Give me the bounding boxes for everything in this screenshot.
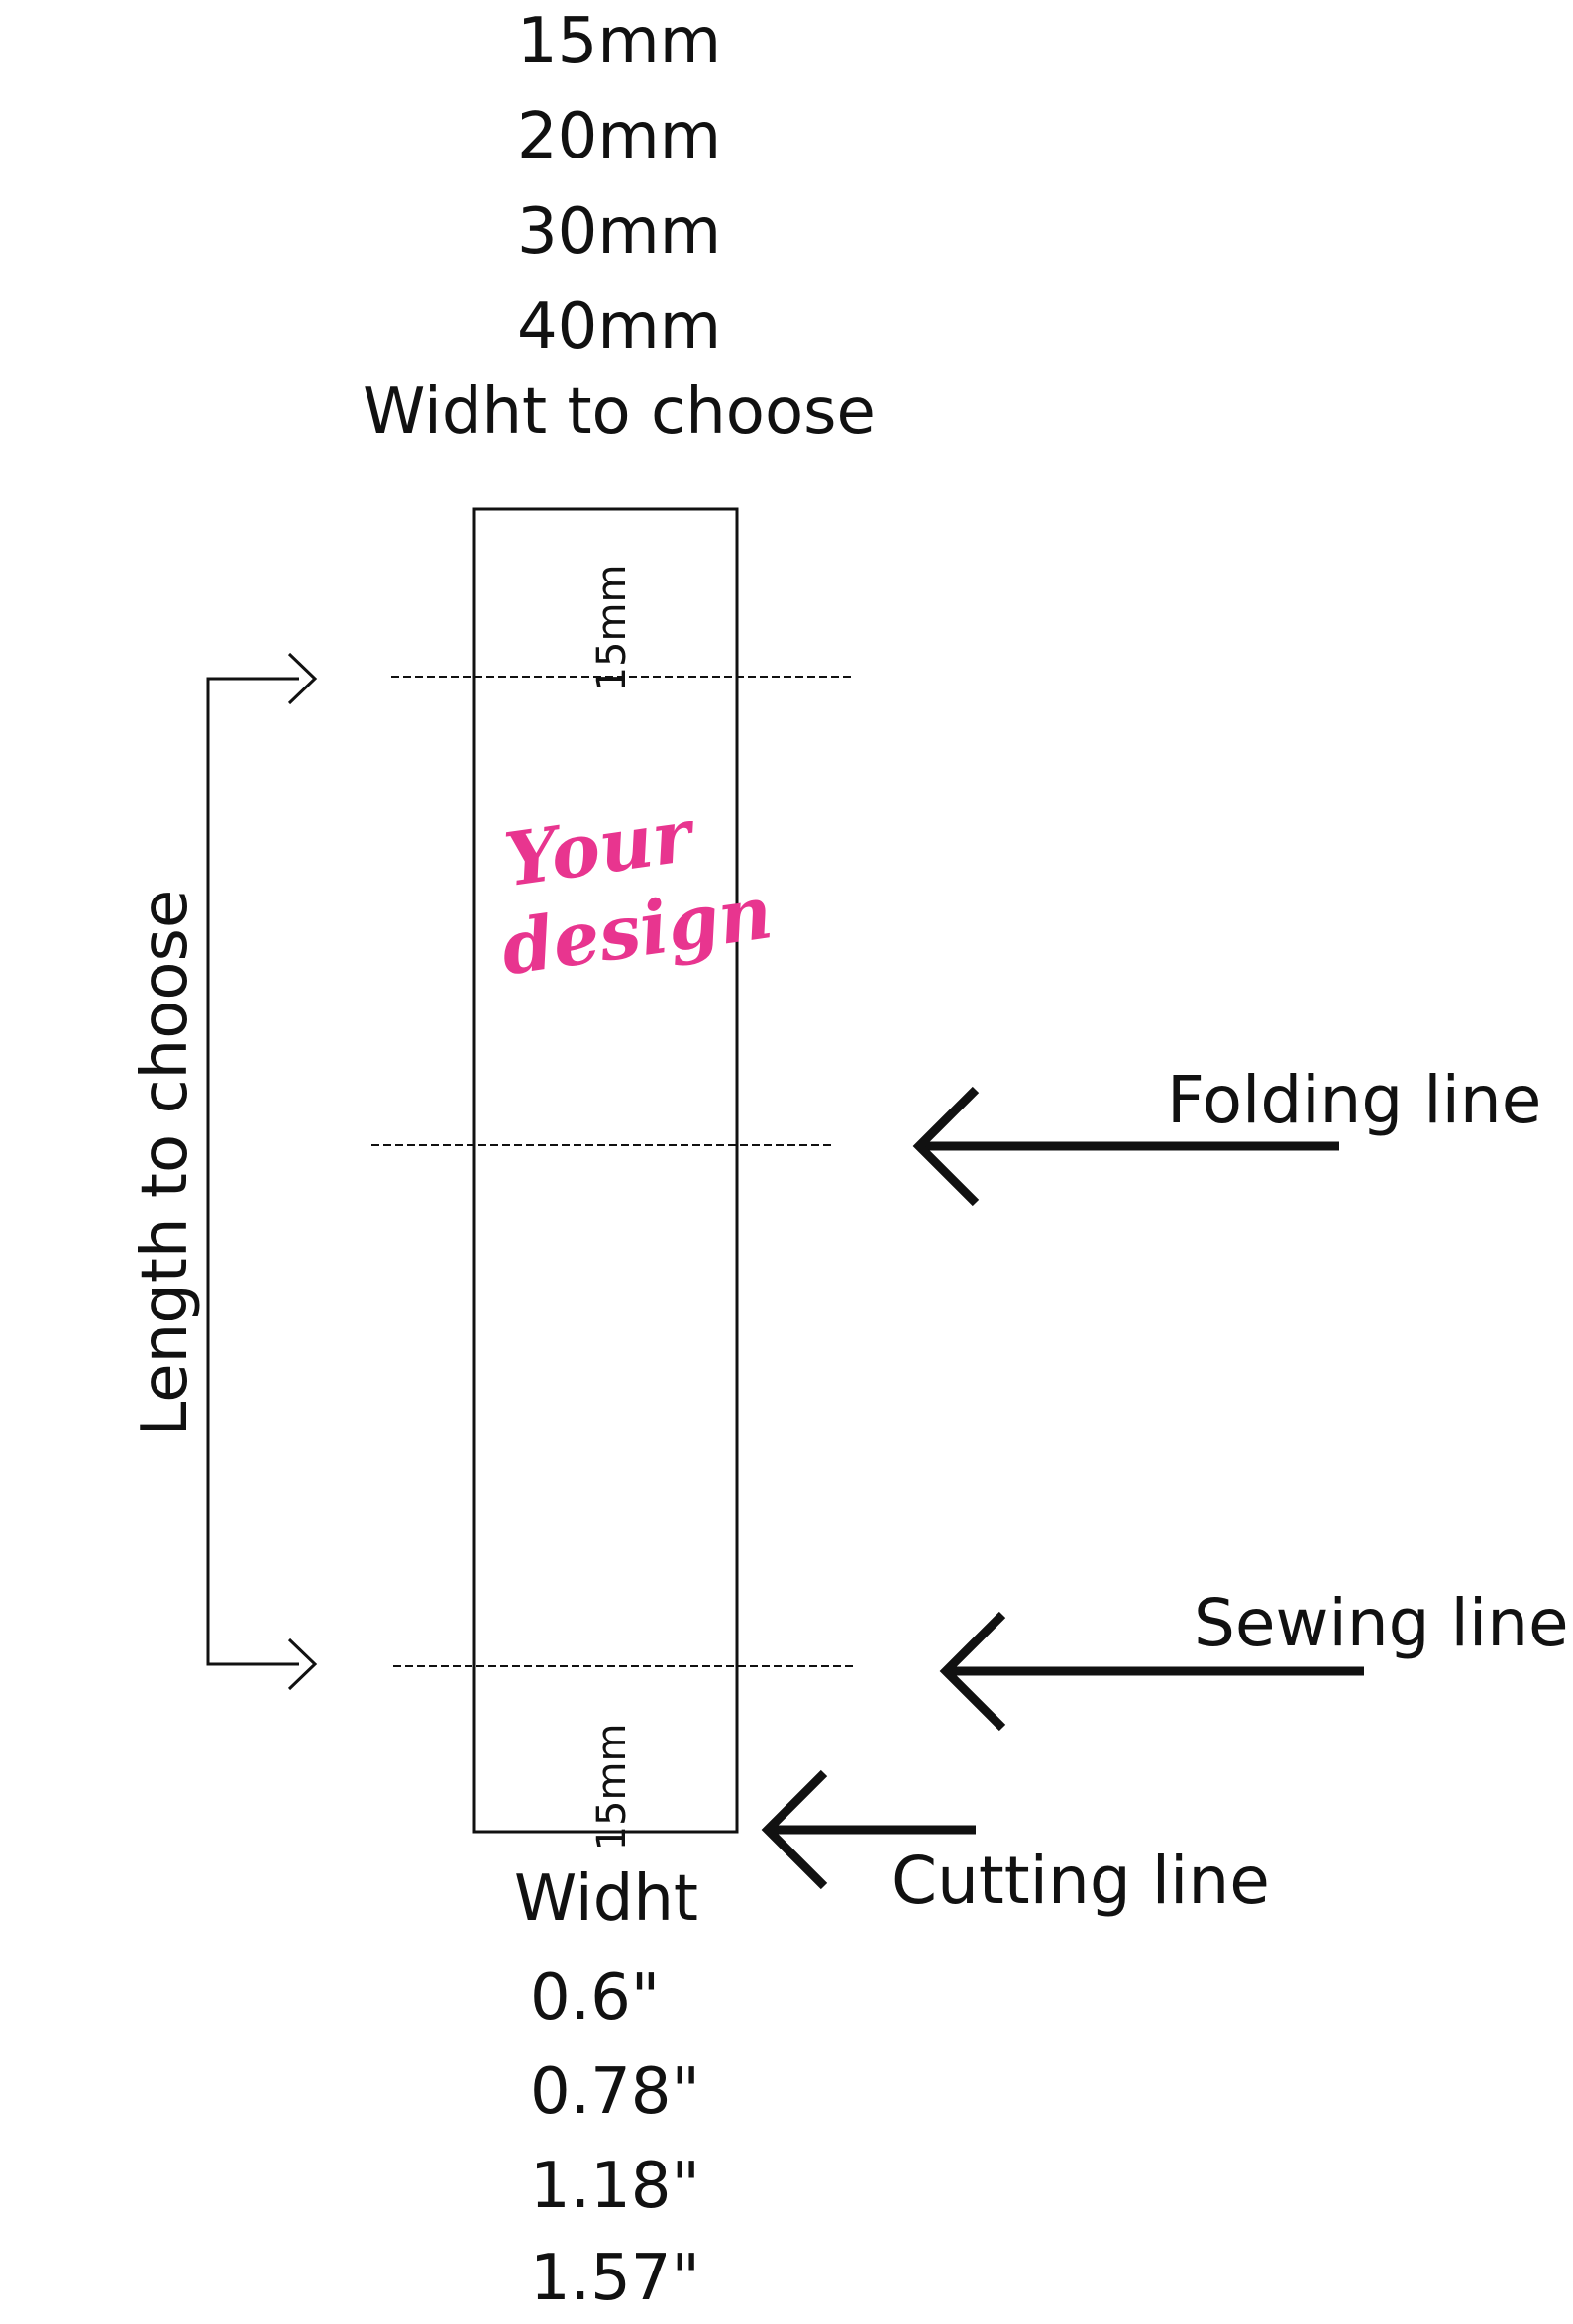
width-inch-1-18: 1.18" [530,2150,700,2223]
length-bracket [206,677,299,1666]
bracket-arrow-bottom [287,1637,318,1691]
width-inch-1-57: 1.57" [530,2242,700,2315]
folding-arrow-head [912,1086,980,1207]
length-choose-label: Length to choose [129,889,202,1437]
width-option-20mm: 20mm [516,100,722,173]
width-inch-0-78: 0.78" [530,2056,700,2129]
sewing-arrow-head [939,1611,1006,1732]
label-outline [472,507,739,1834]
width-option-40mm: 40mm [516,290,722,364]
your-design-text: Your design [484,791,777,994]
width-option-30mm: 30mm [516,195,722,268]
width-option-15mm: 15mm [516,5,722,78]
cutting-arrow-head [761,1769,828,1890]
folding-line-label: Folding line [1167,1062,1542,1138]
bottom-margin-label: 15mm [589,1723,635,1851]
bracket-arrow-top [287,652,318,705]
top-margin-label: 15mm [589,564,635,692]
width-inch-0-6: 0.6" [530,1961,661,2035]
width-choose-label: Widht to choose [363,375,876,449]
sewing-line-label: Sewing line [1194,1585,1569,1661]
cutting-line-label: Cutting line [891,1843,1270,1919]
width-label: Widht [514,1862,698,1936]
